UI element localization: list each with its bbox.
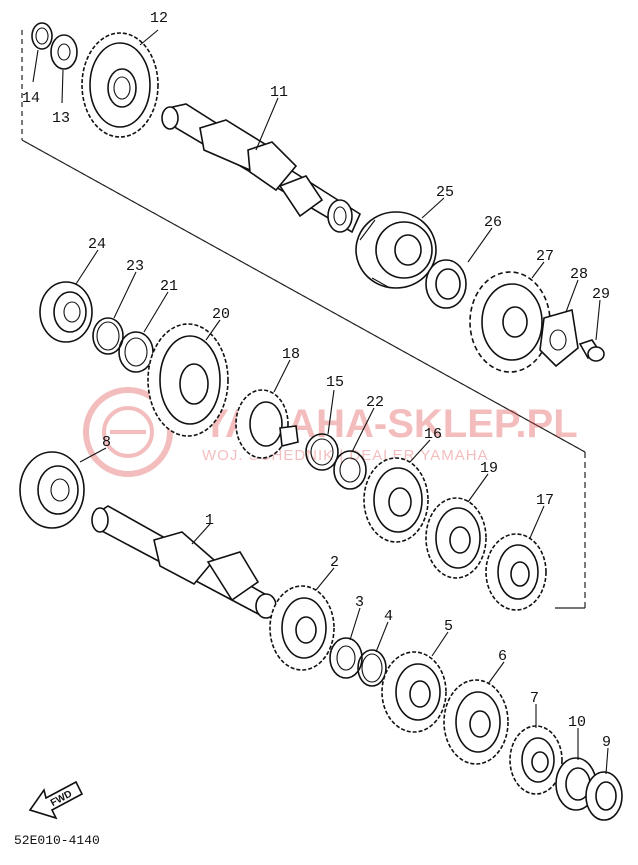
fwd-arrow-icon: FWD <box>28 780 84 820</box>
part-16-gear <box>363 457 429 543</box>
part-21-washer <box>118 331 154 373</box>
part-label-19: 19 <box>480 460 498 477</box>
part-label-17: 17 <box>536 492 554 509</box>
part-15-circlip <box>305 433 339 471</box>
part-27-drive-sprocket <box>469 271 551 373</box>
part-25-bearing <box>355 211 437 289</box>
part-label-26: 26 <box>484 214 502 231</box>
part-18-gear <box>235 389 299 459</box>
part-14-circlip <box>31 22 53 50</box>
part-label-2: 2 <box>330 554 339 571</box>
part-label-22: 22 <box>366 394 384 411</box>
part-23-circlip <box>92 317 124 355</box>
part-label-21: 21 <box>160 278 178 295</box>
part-label-6: 6 <box>498 648 507 665</box>
part-2-gear <box>269 585 335 671</box>
part-28-lock-washer <box>539 308 579 368</box>
part-label-18: 18 <box>282 346 300 363</box>
part-17-gear <box>485 533 547 611</box>
part-19-gear <box>425 497 487 579</box>
part-label-25: 25 <box>436 184 454 201</box>
upper-group-frame <box>21 30 586 609</box>
part-label-28: 28 <box>570 266 588 283</box>
part-12-gear <box>81 32 159 138</box>
part-11-main-axle <box>161 103 362 234</box>
part-label-29: 29 <box>592 286 610 303</box>
part-3-washer <box>329 637 363 679</box>
part-label-5: 5 <box>444 618 453 635</box>
part-labels: 1 2 3 4 5 6 7 8 9 10 11 12 13 14 15 16 1… <box>22 10 611 751</box>
leader-lines <box>32 29 609 775</box>
part-4-circlip <box>357 649 387 687</box>
part-label-1: 1 <box>205 512 214 529</box>
part-label-12: 12 <box>150 10 168 27</box>
part-20-gear <box>147 323 229 437</box>
part-29-bolt <box>578 339 605 362</box>
part-label-15: 15 <box>326 374 344 391</box>
diagram-code: 52E010-4140 <box>14 833 100 848</box>
part-label-11: 11 <box>270 84 288 101</box>
watermark-logo-icon <box>83 387 173 477</box>
part-label-24: 24 <box>88 236 106 253</box>
part-label-13: 13 <box>52 110 70 127</box>
part-label-8: 8 <box>102 434 111 451</box>
part-7-gear <box>509 725 563 795</box>
part-label-27: 27 <box>536 248 554 265</box>
part-label-9: 9 <box>602 734 611 751</box>
part-22-washer <box>333 450 367 490</box>
fwd-label: FWD <box>49 789 74 809</box>
part-label-7: 7 <box>530 690 539 707</box>
part-label-14: 14 <box>22 90 40 107</box>
part-label-20: 20 <box>212 306 230 323</box>
part-24-bearing <box>39 281 93 343</box>
part-8-bearing <box>19 451 85 529</box>
part-5-gear <box>381 651 447 733</box>
part-label-16: 16 <box>424 426 442 443</box>
part-label-3: 3 <box>355 594 364 611</box>
part-label-23: 23 <box>126 258 144 275</box>
part-13-washer <box>50 34 78 70</box>
part-label-4: 4 <box>384 608 393 625</box>
part-6-gear <box>443 679 509 765</box>
part-1-drive-axle <box>91 505 277 619</box>
part-label-10: 10 <box>568 714 586 731</box>
part-26-oil-seal <box>425 259 467 309</box>
part-9-washer <box>585 771 623 821</box>
